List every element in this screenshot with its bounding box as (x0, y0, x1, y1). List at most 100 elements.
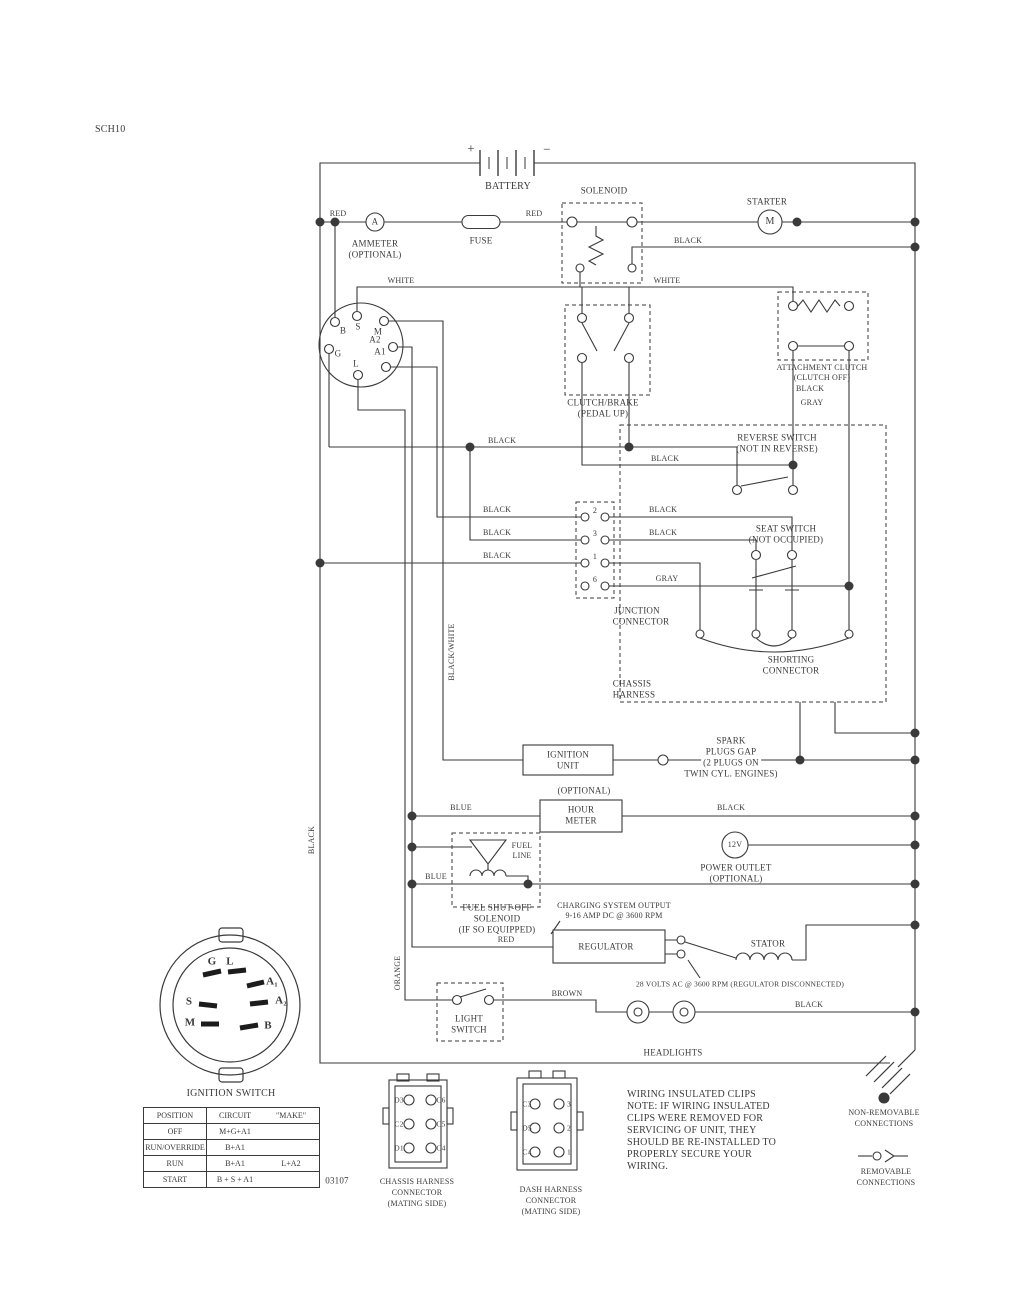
hour-meter-optional-label: (OPTIONAL) (557, 785, 611, 796)
wire-label-black-465: BLACK (650, 454, 680, 463)
headlamp-right-filament (679, 1007, 689, 1017)
dash-connector-drawing (510, 1070, 584, 1171)
dash-pin-c4: C4 (522, 1147, 532, 1157)
fuel-solenoid-label-3: (IF SO EQUIPPED) (458, 924, 536, 935)
wire-label-black-hour: BLACK (716, 803, 746, 812)
schematic-terminal-b: B (339, 325, 347, 336)
stator-symbol (735, 952, 793, 961)
ignition-switch-table: POSITION CIRCUIT "MAKE" OFF M+G+A1 RUN/O… (143, 1107, 320, 1188)
clutch-brake-switch-symbol (581, 322, 630, 352)
spark-plugs-label-3: (2 PLUGS ON (701, 757, 761, 768)
legend-removable-symbol (858, 1149, 908, 1163)
reverse-switch-symbol (740, 476, 789, 487)
drawing-number: 03107 (325, 1175, 349, 1186)
reverse-switch-label-1: REVERSE SWITCH (737, 432, 817, 443)
fuel-line-label-2: LINE (512, 851, 532, 860)
dash-connector-title-2: CONNECTOR (525, 1196, 577, 1205)
starter-motor-letter: M (765, 216, 775, 227)
wire-label-red-regulator: RED (497, 935, 515, 944)
chassis-connector-drawing (382, 1073, 454, 1169)
dash-pin-2: 2 (567, 1123, 571, 1133)
wire-magneto-black-white (388, 320, 523, 761)
fuel-solenoid-label-1: FUEL SHUT-OFF (462, 902, 532, 913)
note-line-6: PROPERLY SECURE YOUR (627, 1149, 753, 1160)
ignition-switch-schematic-symbol (318, 302, 404, 388)
attachment-clutch-label-2: (CLUTCH OFF) (793, 373, 851, 382)
table-header-position: POSITION (144, 1108, 207, 1123)
wire-label-red-1: RED (329, 209, 347, 218)
note-line-2: NOTE: IF WIRING INSULATED (627, 1101, 770, 1112)
wire-label-black-solenoid: BLACK (673, 236, 703, 245)
chassis-pin-d1: D1 (394, 1143, 404, 1153)
wire-label-orange-vertical: ORANGE (393, 955, 402, 991)
legend-non-removable-1: NON-REMOVABLE (848, 1108, 920, 1117)
sheet-code: SCH10 (95, 124, 126, 135)
wire-label-red-2: RED (525, 209, 543, 218)
wire-label-black-attachment: BLACK (795, 384, 825, 393)
battery-label: BATTERY (485, 181, 531, 192)
charging-output-label-2: 9-16 AMP DC @ 3600 RPM (565, 911, 663, 920)
hour-meter-label-1: HOUR (567, 804, 595, 815)
light-switch-symbol (459, 988, 487, 998)
starter-circle (757, 209, 783, 235)
wire-clutch-brake-bottoms (581, 363, 794, 485)
ignition-terminal-b: B (264, 1019, 272, 1032)
wire-accessory (397, 346, 915, 948)
light-switch-label-2: SWITCH (451, 1024, 487, 1035)
ignition-unit-label-1: IGNITION (546, 749, 590, 760)
ammeter-circle (365, 212, 385, 232)
wire-seat-internals (749, 560, 799, 630)
ammeter-label-1: AMMETER (351, 238, 399, 249)
seat-switch-label-2: (NOT OCCUPIED) (748, 534, 824, 545)
chassis-pin-c4: C4 (436, 1143, 446, 1153)
regulator-box (552, 929, 666, 964)
battery-minus-sign: − (543, 141, 551, 157)
table-row: RUN/OVERRIDE B+A1 (144, 1139, 319, 1155)
table-row: START B + S + A1 (144, 1171, 319, 1187)
power-outlet-label-1: POWER OUTLET (700, 862, 772, 873)
legend-non-removable-dot (878, 1092, 890, 1104)
junction-connector-label-1: JUNCTION (614, 605, 660, 616)
wire-label-black-pin3r: BLACK (648, 528, 678, 537)
solenoid-label: SOLENOID (580, 185, 628, 196)
stator-coil (735, 952, 793, 961)
wire-label-black-447: BLACK (487, 436, 517, 445)
attachment-clutch-box (777, 291, 869, 361)
light-switch-box (436, 982, 504, 1042)
dash-pin-3: 3 (567, 1099, 571, 1109)
wire-battery-left-loop (319, 162, 890, 1064)
fuel-funnel (468, 839, 508, 865)
wire-white-net (356, 272, 794, 313)
clutch-brake-label-1: CLUTCH/BRAKE (567, 397, 639, 408)
power-outlet-12v-label: 12V (727, 840, 743, 849)
wire-label-black-pin2r: BLACK (648, 505, 678, 514)
fuel-coil (469, 869, 507, 877)
wire-label-blue-hour: BLUE (450, 803, 472, 812)
schematic-terminal-g: G (334, 348, 342, 359)
junction-pin-3: 3 (592, 529, 598, 538)
chassis-harness-label-1: CHASSIS (612, 678, 652, 689)
table-header-make: "MAKE" (275, 1111, 307, 1120)
table-header-circuit: CIRCUIT (219, 1111, 251, 1120)
ignition-unit-box (522, 744, 614, 776)
shorting-connector-label-1: SHORTING (767, 654, 815, 665)
seat-switch-label-1: SEAT SWITCH (755, 523, 817, 534)
wire-label-white-2: WHITE (653, 276, 681, 285)
wire-pins-right (609, 516, 849, 630)
schematic-terminal-a1: A1 (374, 346, 386, 357)
dash-pin-c3: C3 (522, 1099, 532, 1109)
wire-orange (357, 379, 452, 1001)
spark-plugs-label-1: SPARK (714, 735, 748, 746)
spark-plugs-label-4: TWIN CYL. ENGINES) (682, 768, 780, 779)
note-line-1: WIRING INSULATED CLIPS (627, 1089, 756, 1100)
wire-label-white-1: WHITE (387, 276, 415, 285)
attachment-clutch-symbol (797, 299, 844, 347)
ignition-switch-title: IGNITION SWITCH (186, 1088, 276, 1099)
dash-connector-title-3: (MATING SIDE) (521, 1207, 581, 1216)
terminal-circles (323, 216, 855, 1006)
solenoid-symbol (587, 226, 605, 266)
starter-label: STARTER (746, 196, 788, 207)
spark-plug-circle (657, 754, 669, 766)
fuel-line-label-1: FUEL (511, 841, 533, 850)
ignition-terminal-m: M (184, 1016, 196, 1029)
